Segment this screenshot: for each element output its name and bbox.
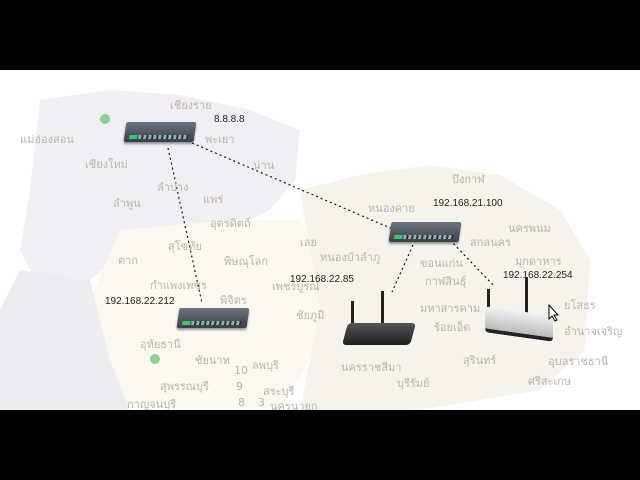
map-province-label: พิจิตร [220, 294, 247, 307]
network-map-canvas: แม่ฮ่องสอน เชียงรายพะเยาเชียงใหม่ น่านลำปา… [0, 70, 640, 410]
map-province-label: 8 [238, 396, 245, 409]
map-province-label: ลำพูน [113, 197, 141, 210]
device-ip-label: 192.168.22.212 [105, 296, 175, 307]
link-21100-to-2285 [391, 244, 414, 293]
switch-icon[interactable] [388, 222, 462, 242]
device-ip-label: 192.168.22.85 [290, 274, 354, 285]
map-province-label: อำนาจเจริญ [564, 325, 623, 338]
map-province-label: ลพบุรี [252, 359, 279, 372]
map-province-label: อุทัยธานี [140, 338, 181, 351]
wireless-router-icon[interactable] [485, 265, 557, 342]
map-province-label: บึงกาฬ [452, 173, 485, 186]
map-province-label: เชียงใหม่ [85, 158, 128, 171]
map-province-label: หนองบัวลำภู [320, 251, 381, 264]
map-province-label: ร้อยเอ็ด [434, 321, 471, 334]
west-region [0, 270, 130, 410]
map-province-label: ชัยนาท [195, 354, 230, 367]
map-province-label: กาฬสินธุ์ [425, 275, 467, 288]
map-province-label: มหาสารคาม [420, 302, 481, 315]
map-province-label: สุโขทัย [168, 240, 202, 253]
map-province-label: พิษณุโลก [224, 255, 269, 268]
map-province-label: กาญจนบุรี [127, 398, 177, 410]
map-province-label: บุรีรัมย์ [397, 377, 430, 390]
map-province-label: สุพรรณบุรี [160, 380, 209, 393]
switch-icon[interactable] [123, 122, 197, 142]
antenna [525, 277, 528, 319]
northeast-region [300, 165, 590, 410]
map-province-label: 3 [258, 396, 265, 409]
device-ip-label: 192.168.22.254 [503, 270, 573, 281]
device-ip-label: 192.168.21.100 [433, 198, 503, 209]
map-province-label: น่าน [253, 159, 275, 172]
map-province-label: แพร่ [203, 193, 224, 206]
map-province-label: สกลนคร [470, 236, 511, 249]
link-21100-to-22254 [449, 239, 496, 288]
map-province-label: แม่ฮ่องสอน [20, 133, 74, 146]
map-province-label: ลำปาง [157, 181, 189, 194]
map-province-label: ตาก [118, 254, 138, 267]
map-province-label: 10 [234, 364, 248, 377]
map-province-label: พะเยา [205, 133, 235, 146]
map-province-label: เชียงราย [170, 99, 212, 112]
router-body [342, 323, 416, 345]
antenna [487, 289, 490, 319]
map-province-label: นครนายก [270, 400, 318, 410]
map-province-label: นครพนม [508, 222, 551, 235]
mouse-cursor-icon [548, 304, 560, 322]
link-8888-to-21100 [191, 142, 396, 231]
map-province-label: สุรินทร์ [463, 354, 497, 367]
map-province-label: นครราชสีมา [341, 361, 402, 374]
map-province-label: สระบุรี [263, 385, 295, 398]
location-marker [100, 114, 110, 124]
map-province-label: เพชรบูรณ์ [272, 280, 320, 293]
antenna [381, 291, 384, 327]
map-province-label: ชัยภูมิ [296, 309, 325, 322]
map-province-label: มุกดาหาร [515, 255, 562, 268]
map-province-label: หนองคาย [368, 202, 415, 215]
map-province-label: ศรีสะเกษ [528, 375, 572, 388]
map-province-label: เลย [300, 236, 317, 249]
map-background [0, 90, 590, 410]
antenna [351, 301, 354, 327]
wireless-router-icon[interactable] [342, 270, 416, 345]
device-ip-label: 8.8.8.8 [214, 114, 245, 125]
map-province-label: อุตรดิตถ์ [210, 217, 251, 230]
location-marker [150, 354, 160, 364]
router-body [485, 306, 553, 342]
link-8888-to-22212 [167, 147, 203, 304]
map-province-label: 9 [236, 380, 243, 393]
map-province-label: ยโสธร [564, 299, 596, 312]
switch-icon[interactable] [176, 308, 250, 328]
map-province-label: อุบลราชธานี [548, 355, 609, 368]
map-province-label: กำแพงเพชร [150, 279, 207, 292]
map-province-label: ขอนแก่น [420, 257, 463, 270]
north-region [20, 90, 300, 290]
